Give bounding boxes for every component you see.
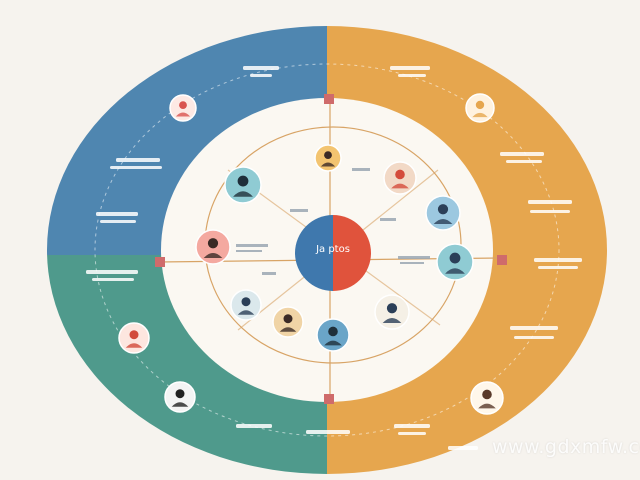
person-body-icon (382, 317, 402, 324)
watermark-text: www.gdxmfw.com (492, 436, 640, 458)
profile-avatar-inner-9 (316, 318, 350, 352)
scribble-mark (96, 212, 138, 216)
axis-connectors (155, 94, 507, 404)
scribble-mark (236, 244, 268, 247)
scribble-mark (116, 158, 160, 162)
person-head-icon (324, 151, 332, 160)
person-head-icon (129, 330, 139, 340)
profile-avatar-inner-5 (195, 229, 231, 265)
outer-orbit-dashed (94, 63, 560, 437)
person-body-icon (320, 162, 336, 167)
person-body-icon (391, 183, 409, 189)
person-head-icon (328, 326, 338, 337)
person-head-icon (449, 252, 461, 264)
person-body-icon (125, 343, 143, 348)
scribble-mark (290, 209, 308, 212)
avatar-group (118, 93, 504, 415)
scribble-mark (506, 160, 542, 163)
scribble-mark (398, 432, 426, 435)
connector-top (324, 94, 334, 104)
scribble-mark (528, 200, 572, 204)
person-head-icon (437, 204, 449, 215)
scribble-mark (352, 168, 370, 171)
illegible-label-marks (86, 66, 582, 450)
hub-left-half (295, 215, 333, 291)
central-hub: Ja ptos (295, 215, 371, 291)
hub-right-half (333, 215, 371, 291)
person-body-icon (478, 403, 496, 409)
scribble-mark (390, 66, 430, 70)
person-body-icon (279, 327, 297, 332)
person-head-icon (395, 169, 405, 180)
profile-avatar-inner-2 (224, 166, 262, 204)
hub-label: Ja ptos (315, 244, 350, 255)
profile-avatar-inner-8 (272, 306, 304, 338)
profile-avatar-inner-3 (383, 161, 417, 195)
scribble-mark (236, 250, 262, 252)
person-head-icon (237, 175, 249, 187)
person-head-icon (241, 297, 251, 307)
scribble-mark (306, 430, 350, 434)
scribble-mark (514, 336, 554, 339)
scribble-mark (86, 270, 138, 274)
scribble-mark (262, 272, 276, 275)
person-head-icon (475, 100, 485, 110)
person-body-icon (171, 402, 189, 407)
profile-avatar-inner-7 (230, 289, 262, 321)
connector-bottom (324, 394, 334, 404)
scribble-mark (534, 258, 582, 262)
scribble-mark (398, 256, 430, 259)
scribble-mark (394, 424, 430, 428)
person-head-icon (386, 303, 398, 314)
person-body-icon (203, 252, 223, 259)
person-body-icon (472, 112, 488, 118)
scribble-mark (530, 210, 570, 213)
scribble-mark (100, 220, 136, 223)
scribble-mark (510, 326, 558, 330)
scribble-mark (250, 74, 272, 77)
person-body-icon (445, 268, 465, 274)
profile-avatar-inner-4 (425, 195, 461, 231)
profile-avatar-inner-1 (314, 144, 342, 172)
profile-avatar-outer-5 (470, 381, 504, 415)
profile-avatar-outer-1 (169, 94, 197, 122)
scribble-mark (236, 424, 272, 428)
profile-avatar-outer-4 (164, 381, 196, 413)
person-body-icon (433, 218, 453, 225)
person-head-icon (179, 101, 187, 110)
profile-avatar-inner-10 (374, 294, 410, 330)
scribble-mark (110, 166, 162, 169)
connector-right (497, 255, 507, 265)
scribble-mark (500, 152, 544, 156)
scribble-mark (538, 266, 578, 269)
person-body-icon (233, 191, 253, 197)
scribble-mark (92, 278, 134, 281)
person-head-icon (482, 389, 492, 400)
profile-avatar-outer-2 (465, 93, 495, 123)
scribble-mark (448, 446, 478, 450)
person-body-icon (175, 112, 191, 117)
profile-avatar-outer-3 (118, 322, 150, 354)
person-head-icon (207, 238, 219, 249)
profile-avatar-inner-6 (436, 243, 474, 281)
person-head-icon (283, 314, 293, 324)
scribble-mark (243, 66, 279, 70)
scribble-mark (380, 218, 396, 221)
scribble-mark (400, 262, 424, 264)
person-head-icon (175, 389, 185, 399)
connector-left (155, 257, 165, 267)
scribble-mark (398, 74, 426, 77)
person-body-icon (237, 310, 255, 315)
person-body-icon (324, 340, 342, 346)
